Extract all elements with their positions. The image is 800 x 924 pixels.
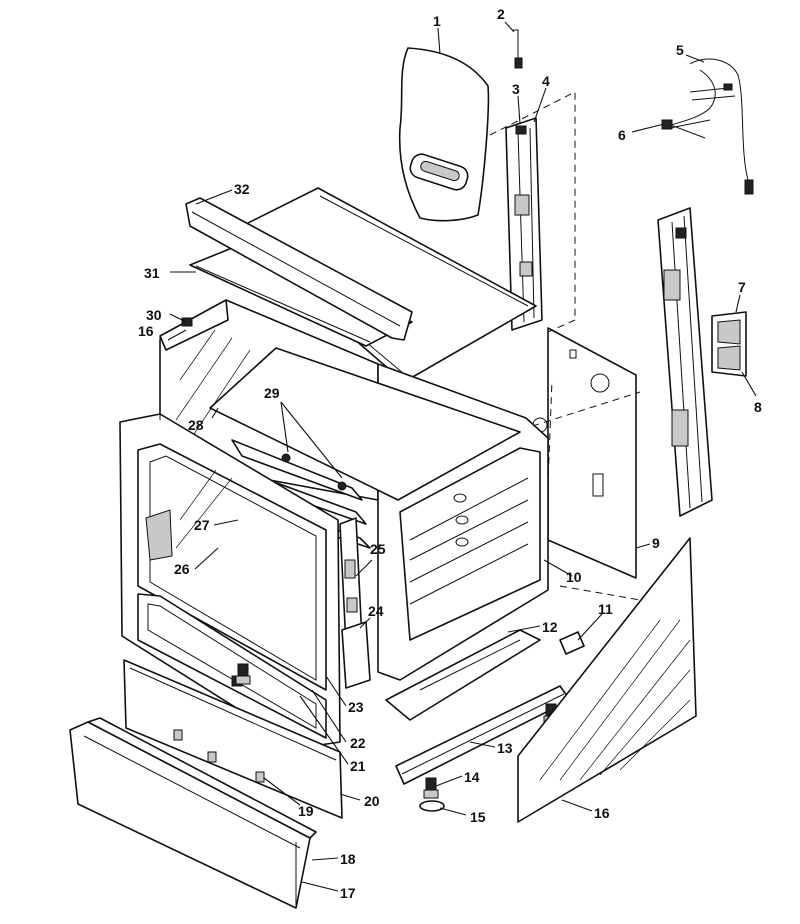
part-leveling-leg-left [419,777,445,812]
callout-11: 11 [598,601,613,617]
callout-14: 14 [464,769,480,785]
part-top-insulation [189,247,413,347]
part-side-rail-left [505,117,543,331]
part-side-panel-left [159,299,229,420]
callout-18: 18 [340,851,356,867]
callout-16-left: 16 [138,323,154,339]
part-vent-tube [512,29,523,69]
callout-2: 2 [497,6,505,22]
part-side-rail-right [657,207,713,517]
part-hinge-bracket [341,621,371,689]
callout-13: 13 [497,740,513,756]
leader-lines [167,21,757,892]
callout-6: 6 [618,127,626,143]
part-bottom-panel [385,629,541,721]
part-front-frame [119,413,341,749]
callout-3: 3 [512,81,520,97]
callout-9: 9 [652,535,660,551]
part-clip [559,631,585,655]
part-side-panel-right [517,537,697,823]
callout-22: 22 [350,735,366,751]
callout-8: 8 [754,399,762,415]
callout-7: 7 [738,279,746,295]
callout-29: 29 [264,385,280,401]
callout-17: 17 [340,885,356,901]
callout-24: 24 [368,603,384,619]
callout-labels: 1 2 3 4 5 6 7 8 9 10 11 12 13 14 15 16 1… [138,6,762,901]
part-bracket [711,311,747,377]
callout-4: 4 [542,73,550,89]
part-leveling-leg-front [235,663,251,685]
part-cavity-side [399,447,541,641]
callout-27: 27 [194,517,210,533]
part-kick-frame [123,659,343,819]
callout-20: 20 [364,793,380,809]
callout-28: 28 [188,417,204,433]
part-drawer-front [69,717,317,909]
callout-30: 30 [146,307,162,323]
callout-32: 32 [234,181,250,197]
callout-19: 19 [298,803,314,819]
callout-26: 26 [174,561,190,577]
callout-5: 5 [676,42,684,58]
callout-15: 15 [470,809,486,825]
callout-12: 12 [542,619,558,635]
callout-1: 1 [433,13,441,29]
part-wiring-harness [661,58,754,195]
callout-16-right: 16 [594,805,610,821]
callout-10: 10 [566,569,582,585]
callout-31: 31 [144,265,160,281]
callout-25: 25 [370,541,386,557]
part-oven-vent-panel [398,47,490,222]
callout-21: 21 [350,758,366,774]
part-top-trim [185,197,413,341]
callout-23: 23 [348,699,364,715]
